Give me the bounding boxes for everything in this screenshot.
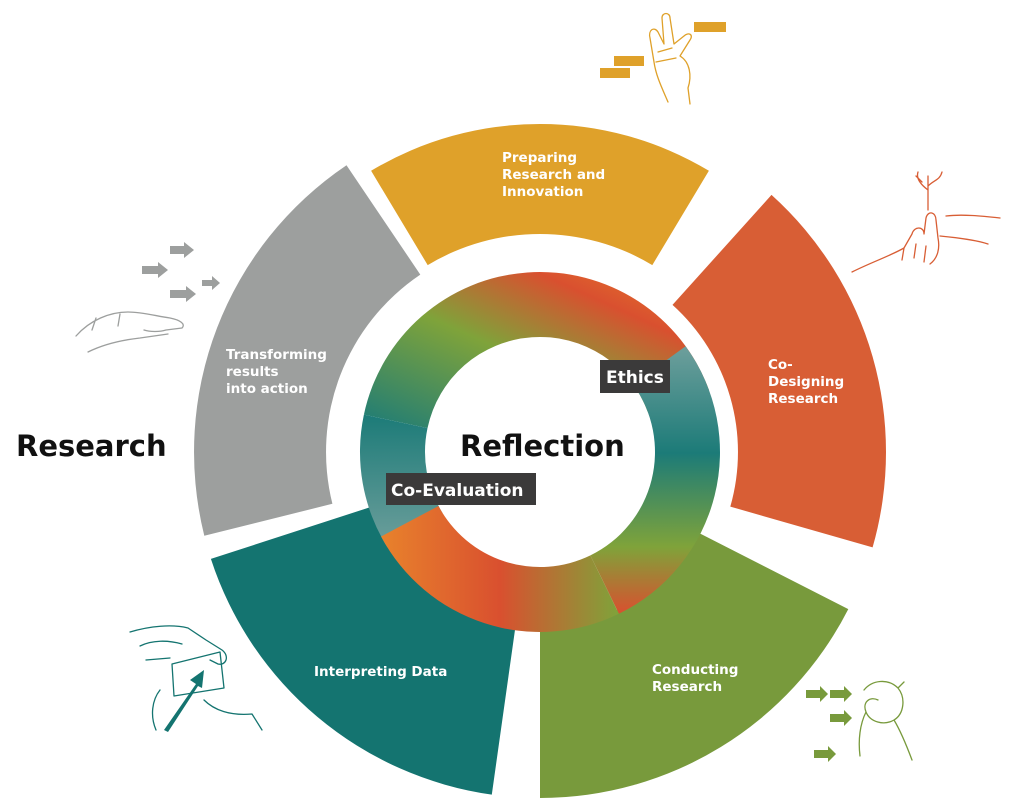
hand-arrows-icon — [806, 680, 913, 762]
title-reflection: Reflection — [460, 429, 625, 463]
hand-offering-icon — [75, 242, 220, 353]
segment-preparing[interactable] — [371, 123, 709, 266]
inner-ring — [359, 272, 720, 632]
tag-co-evaluation: Co-Evaluation — [386, 473, 536, 505]
segment-co-designing[interactable] — [672, 194, 886, 548]
tag-ethics: Ethics — [600, 360, 670, 393]
tag-ethics-bg — [600, 360, 670, 393]
inner-arc-top — [363, 272, 710, 429]
segment-transforming[interactable] — [194, 165, 421, 536]
inner-arc-bottom — [381, 506, 619, 632]
segment-conducting[interactable] — [540, 531, 849, 798]
label-co-designing: Co- Designing Research — [768, 357, 849, 407]
label-interpreting: Interpreting Data — [314, 664, 447, 680]
label-preparing: Preparing Research and Innovation — [502, 150, 610, 200]
tag-co-evaluation-bg — [386, 473, 536, 505]
label-conducting: Conducting Research — [652, 662, 743, 695]
tag-co-evaluation-label: Co-Evaluation — [391, 481, 524, 501]
hand-sprout-icon — [851, 171, 1001, 273]
hand-frame-icon — [129, 625, 263, 732]
segment-interpreting[interactable] — [210, 506, 516, 795]
label-transforming: Transforming results into action — [226, 347, 332, 397]
title-research: Research — [16, 429, 167, 463]
tag-ethics-label: Ethics — [606, 368, 664, 388]
inner-arc-right — [590, 346, 720, 614]
hand-speech-icon — [600, 12, 726, 105]
outer-ring — [194, 123, 886, 798]
